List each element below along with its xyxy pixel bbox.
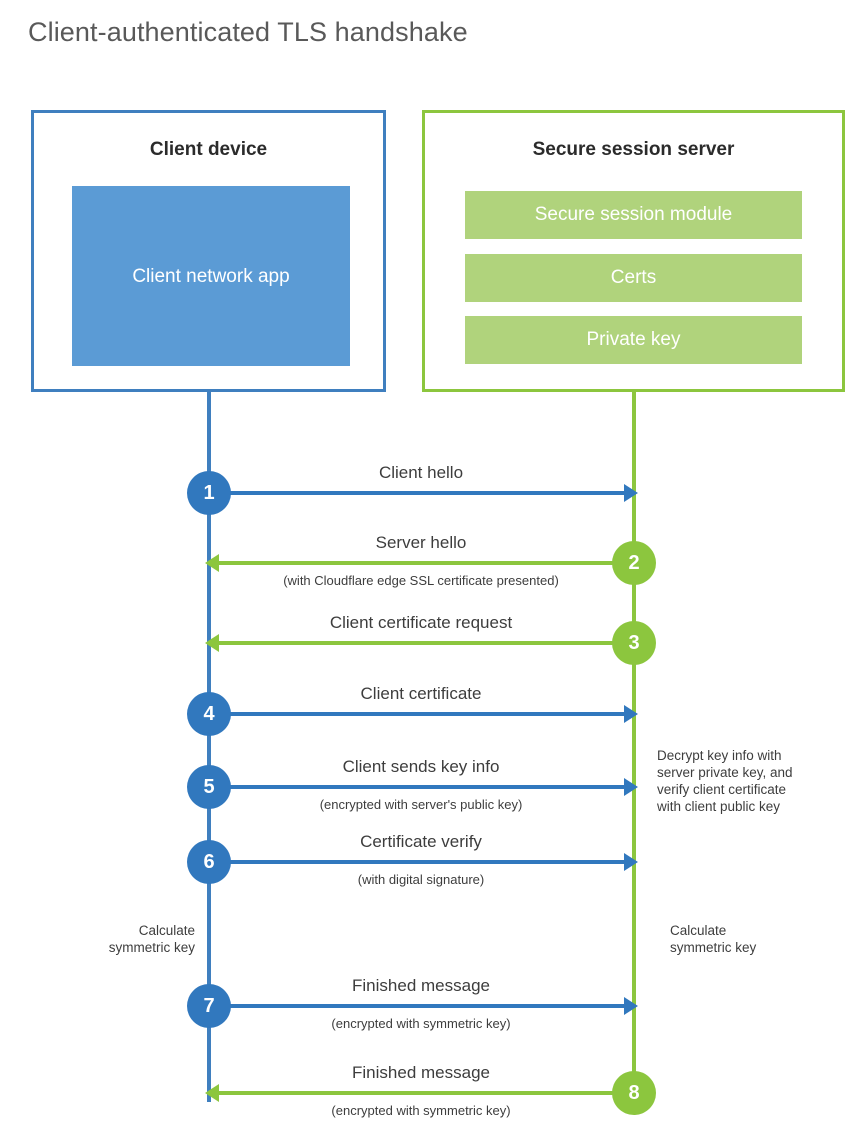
secure-session-server-title: Secure session server — [532, 139, 735, 160]
page-title: Client-authenticated TLS handshake — [28, 17, 468, 47]
message-sublabel-5: (encrypted with server's public key) — [319, 797, 523, 812]
message-label-8: Finished message — [352, 1063, 490, 1082]
message-label-6: Certificate verify — [360, 832, 482, 851]
step-badge-1[interactable]: 1 — [187, 471, 231, 515]
arrow-shaft-6 — [209, 860, 624, 864]
step-badge-8[interactable]: 8 — [612, 1071, 656, 1115]
step-badge-6[interactable]: 6 — [187, 840, 231, 884]
arrow-shaft-7 — [209, 1004, 624, 1008]
arrow-shaft-5 — [209, 785, 624, 789]
note-calculate-symmetric-key-server: Calculate symmetric key — [670, 923, 757, 955]
arrow-head-7 — [624, 997, 638, 1015]
note-decrypt-key-info: Decrypt key info with server private key… — [657, 748, 793, 814]
message-sublabel-2: (with Cloudflare edge SSL certificate pr… — [283, 573, 559, 588]
arrow-head-2 — [205, 554, 219, 572]
message-label-5: Client sends key info — [342, 757, 500, 776]
client-device-box: Client device Client network app — [31, 110, 386, 392]
step-badge-5[interactable]: 5 — [187, 765, 231, 809]
note-calculate-symmetric-key-client: Calculate symmetric key — [108, 923, 195, 955]
arrow-head-3 — [205, 634, 219, 652]
client-lifeline — [207, 392, 211, 1102]
arrow-head-4 — [624, 705, 638, 723]
arrow-shaft-8 — [219, 1091, 634, 1095]
arrow-shaft-3 — [219, 641, 634, 645]
step-badge-4[interactable]: 4 — [187, 692, 231, 736]
message-sublabel-8: (encrypted with symmetric key) — [331, 1103, 511, 1118]
message-label-7: Finished message — [352, 976, 490, 995]
client-network-app-block: Client network app — [72, 186, 350, 366]
step-badge-3[interactable]: 3 — [612, 621, 656, 665]
step-badge-7[interactable]: 7 — [187, 984, 231, 1028]
arrow-head-1 — [624, 484, 638, 502]
arrow-head-6 — [624, 853, 638, 871]
message-sublabel-6: (with digital signature) — [357, 872, 485, 887]
message-label-4: Client certificate — [360, 684, 482, 703]
secure-session-server-box: Secure session server Secure session mod… — [422, 110, 845, 392]
message-label-2: Server hello — [375, 533, 467, 552]
arrow-head-5 — [624, 778, 638, 796]
arrow-shaft-2 — [219, 561, 634, 565]
arrow-head-8 — [205, 1084, 219, 1102]
server-component-private-key: Private key — [465, 316, 802, 364]
step-badge-2[interactable]: 2 — [612, 541, 656, 585]
arrow-shaft-1 — [209, 491, 624, 495]
message-label-3: Client certificate request — [329, 613, 513, 632]
server-component-secure-session-module: Secure session module — [465, 191, 802, 239]
message-label-1: Client hello — [378, 463, 464, 482]
server-component-certs: Certs — [465, 254, 802, 302]
arrow-shaft-4 — [209, 712, 624, 716]
message-sublabel-7: (encrypted with symmetric key) — [331, 1016, 511, 1031]
client-device-title: Client device — [149, 139, 268, 160]
server-lifeline — [632, 392, 636, 1092]
